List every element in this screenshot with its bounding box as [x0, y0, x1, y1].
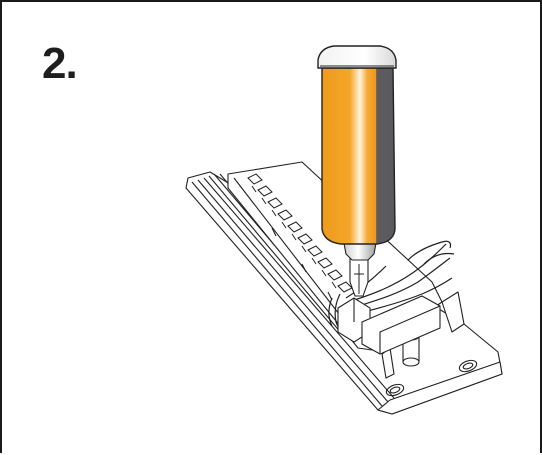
step-number: 2. — [42, 39, 78, 88]
punch-down-tool — [317, 45, 397, 297]
cable-wires — [328, 240, 455, 333]
terminal-block — [337, 295, 441, 355]
